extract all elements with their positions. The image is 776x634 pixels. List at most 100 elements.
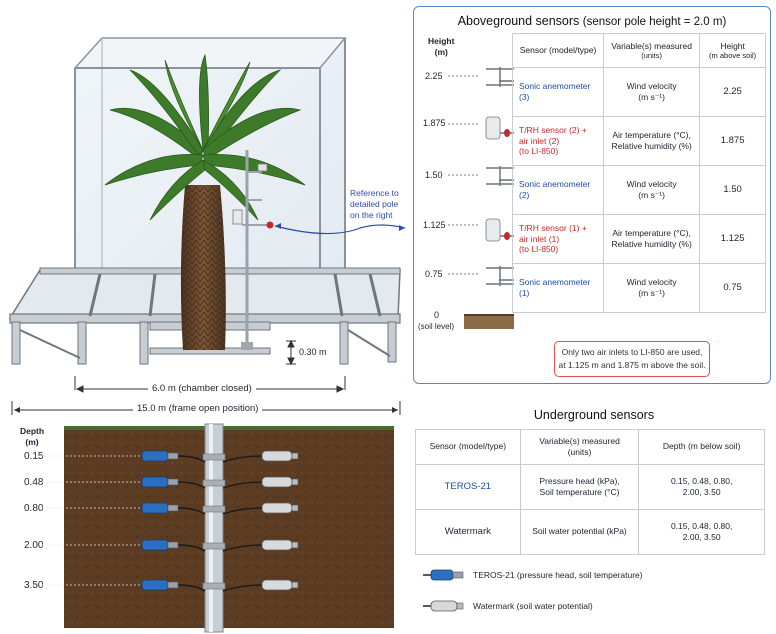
table-row: Sonic anemometer (3) Wind velocity(m s⁻¹… xyxy=(511,67,766,117)
header-sensor: Sensor (model/type) xyxy=(415,429,521,465)
sensor-name: T/RH sensor (2) + xyxy=(519,125,587,136)
depth-line: 0.15, 0.48, 0.80, xyxy=(670,520,733,531)
height-tick: 1.875 xyxy=(423,118,446,128)
height-cell: 0.75 xyxy=(699,263,766,313)
teros-21-probe-cap xyxy=(167,504,179,512)
watermark-cable xyxy=(222,584,263,592)
soil-level-label: (soil level) xyxy=(418,322,455,331)
sensor-cell: TEROS-21 xyxy=(415,464,521,510)
header-sensor: Sensor (model/type) xyxy=(511,33,605,68)
pipe-junction xyxy=(202,505,226,513)
sensor-name: Sonic anemometer (1) xyxy=(519,277,591,298)
aboveground-title: Aboveground sensors (sensor pole height … xyxy=(414,14,770,28)
chamber-width-label: 6.0 m (chamber closed) xyxy=(148,383,256,394)
header-variable-line: (units) xyxy=(641,51,663,61)
aboveground-header-row: Sensor (model/type) Variable(s) measured… xyxy=(511,33,766,68)
variable-line: Relative humidity (%) xyxy=(611,141,692,151)
teros-21-probe xyxy=(141,476,169,488)
watermark-legend-icon xyxy=(423,600,464,612)
table-row: Sonic anemometer (2) Wind velocity(m s⁻¹… xyxy=(511,165,766,215)
watermark-cable xyxy=(222,507,263,515)
variable-cell: Wind velocity(m s⁻¹) xyxy=(603,165,701,215)
teros-cable xyxy=(177,584,206,592)
teros-cable xyxy=(177,455,206,463)
watermark-probe-cap xyxy=(291,452,299,460)
sensor-cell: Sonic anemometer (2) xyxy=(511,165,605,215)
depth-tick: 3.50 xyxy=(24,580,44,591)
li850-note: Only two air inlets to LI-850 are used, … xyxy=(554,341,710,377)
sensor-name: (to LI-850) xyxy=(519,244,559,255)
reference-arrow xyxy=(274,223,406,235)
teros-21-probe xyxy=(141,539,169,551)
height-cell: 2.25 xyxy=(699,67,766,117)
variable-line: (m s⁻¹) xyxy=(638,288,665,298)
watermark-probe xyxy=(261,476,293,488)
table-row: Sonic anemometer (1) Wind velocity(m s⁻¹… xyxy=(511,263,766,313)
watermark-probe-cap xyxy=(291,541,299,549)
watermark-probe-cap xyxy=(291,581,299,589)
variable-line: Wind velocity xyxy=(626,179,677,190)
sensor-name: Sonic anemometer (3) xyxy=(519,81,591,102)
header-variable-line: (units) xyxy=(567,447,592,457)
frame-width-label: 15.0 m (frame open position) xyxy=(133,403,263,414)
underground-table: Sensor (model/type) Variable(s) measured… xyxy=(415,429,765,555)
pipe-junction xyxy=(202,542,226,550)
teros-legend-label: TEROS-21 (pressure head, soil temperatur… xyxy=(473,570,643,580)
height-tick: 1.50 xyxy=(425,170,443,180)
header-variable: Variable(s) measured (units) xyxy=(519,429,640,465)
height-tick: 1.125 xyxy=(423,220,446,230)
depth-cell: 0.15, 0.48, 0.80,2.00, 3.50 xyxy=(638,464,765,510)
watermark-probe xyxy=(261,502,293,514)
sonic-anemometer-2-icon xyxy=(486,166,514,186)
depth-axis-label: Depth (m) xyxy=(20,426,44,448)
sonic-anemometer-3-icon xyxy=(486,67,514,87)
depth-line: 2.00, 3.50 xyxy=(682,532,721,542)
watermark-probe xyxy=(261,539,293,551)
variable-cell: Soil water potential (kPa) xyxy=(519,509,640,555)
trh-sensor-1-icon xyxy=(485,218,514,242)
aboveground-table: Sensor (model/type) Variable(s) measured… xyxy=(511,33,766,313)
aboveground-panel: Aboveground sensors (sensor pole height … xyxy=(413,6,771,384)
variable-line: Pressure head (kPa), xyxy=(539,475,620,486)
underground-title: Underground sensors xyxy=(533,408,655,422)
watermark-probe-cap xyxy=(291,478,299,486)
variable-line: Relative humidity (%) xyxy=(611,239,692,249)
height-cell: 1.50 xyxy=(699,165,766,215)
variable-line: Wind velocity xyxy=(626,81,677,92)
height-axis-label-line: (m) xyxy=(434,47,448,57)
depth-line: 2.00, 3.50 xyxy=(682,487,721,497)
teros-21-probe xyxy=(141,450,169,462)
depth-tick: 0.80 xyxy=(24,503,44,514)
teros-21-probe-cap xyxy=(167,452,179,460)
sensor-name: air inlet (2) xyxy=(519,135,560,146)
height-cell: 1.875 xyxy=(699,116,766,166)
aboveground-subtitle: (sensor pole height = 2.0 m) xyxy=(582,16,727,28)
sensor-name: (to LI-850) xyxy=(519,146,559,157)
height-tick: 0 xyxy=(434,310,440,320)
header-height: Height (m above soil) xyxy=(699,33,766,68)
teros-cable xyxy=(177,507,206,515)
chamber-illustration xyxy=(8,37,406,393)
sensor-cell: Sonic anemometer (1) xyxy=(511,263,605,313)
reference-label-line: on the right xyxy=(350,210,393,220)
teros-21-probe-cap xyxy=(167,541,179,549)
variable-cell: Pressure head (kPa),Soil temperature (°C… xyxy=(519,464,640,510)
variable-line: Air temperature (°C), xyxy=(612,130,691,141)
sensor-cell: Watermark xyxy=(415,509,521,555)
sensor-name: T/RH sensor (1) + xyxy=(519,223,587,234)
height-cell: 1.125 xyxy=(699,214,766,264)
palm-tree xyxy=(104,53,306,350)
depth-axis-label-line: Depth xyxy=(20,426,45,436)
variable-line: Soil temperature (°C) xyxy=(539,487,620,497)
variable-line: Air temperature (°C), xyxy=(612,228,691,239)
underground-header-row: Sensor (model/type) Variable(s) measured… xyxy=(415,429,765,465)
pipe-junction xyxy=(202,479,226,487)
teros-21-probe-cap xyxy=(167,478,179,486)
depth-tick: 2.00 xyxy=(24,540,44,551)
depth-cell: 0.15, 0.48, 0.80,2.00, 3.50 xyxy=(638,509,765,555)
sonic-anemometer-1-icon xyxy=(486,266,514,286)
table-row: TEROS-21 Pressure head (kPa),Soil temper… xyxy=(415,464,765,510)
header-height-line: (m above soil) xyxy=(709,51,757,61)
sensor-pole-diagram xyxy=(448,67,514,329)
teros-21-probe-cap xyxy=(167,581,179,589)
